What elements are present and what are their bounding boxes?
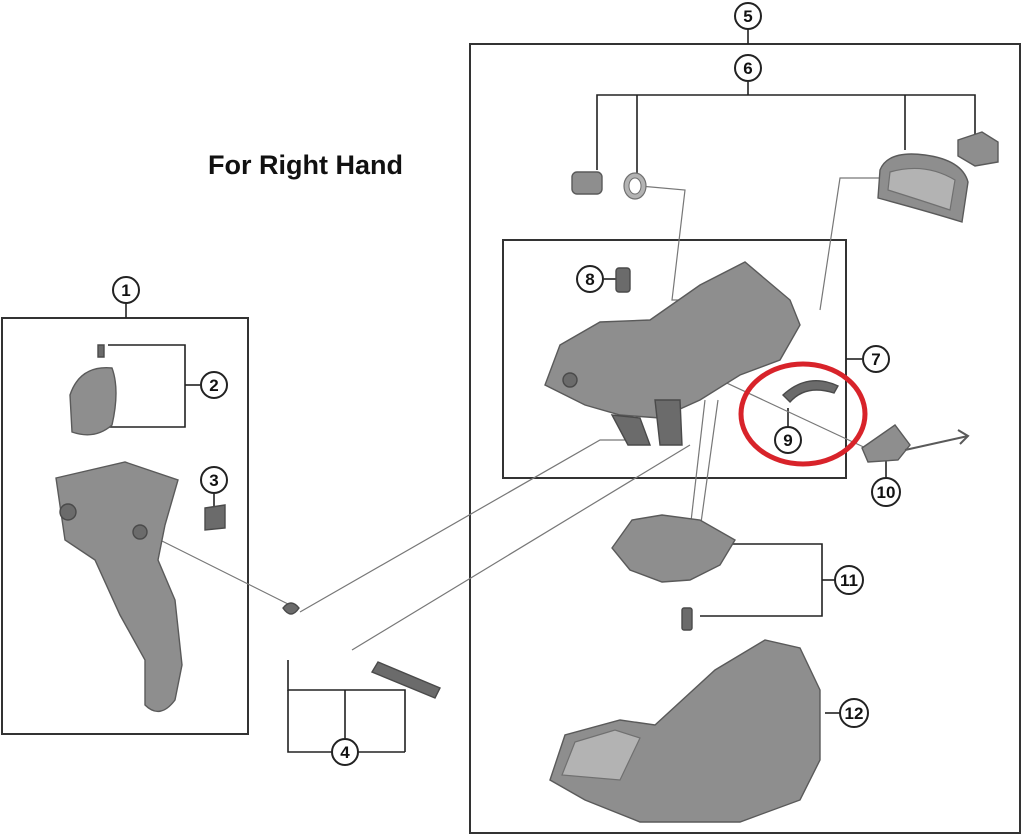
callout-10: 10: [871, 477, 901, 507]
callout-7: 7: [862, 345, 890, 373]
svg-text:5: 5: [743, 7, 752, 26]
part-main-bracket: [544, 261, 801, 446]
callout-9: 9: [774, 426, 802, 454]
leader-lines: [108, 29, 976, 753]
part-rubber-hood: [549, 639, 821, 823]
callout-5: 5: [734, 2, 762, 30]
right-assembly-frame: [469, 43, 1021, 834]
part-lever-body: [55, 461, 183, 713]
part-lever-cover: [69, 344, 117, 436]
part-bolt-right: [957, 131, 999, 167]
part-clamp-band: [877, 153, 969, 223]
part-pin: [370, 661, 441, 699]
svg-text:3: 3: [209, 471, 218, 490]
callout-11: 11: [834, 565, 864, 595]
callout-12: 12: [839, 698, 869, 728]
callout-4: 4: [331, 738, 359, 766]
callout-6: 6: [734, 54, 762, 82]
part-return-spring: [781, 380, 839, 404]
callout-8: 8: [576, 265, 604, 293]
assembly-guide-lines: [149, 177, 880, 651]
svg-text:7: 7: [871, 350, 880, 369]
svg-text:11: 11: [840, 571, 858, 590]
highlight-circle: [738, 361, 868, 467]
part-lower-cover: [611, 514, 736, 631]
svg-text:1: 1: [121, 281, 130, 300]
part-small-block: [204, 504, 226, 531]
svg-text:4: 4: [340, 743, 350, 762]
svg-text:10: 10: [877, 483, 896, 502]
part-cable-hook: [861, 424, 970, 463]
callout-2: 2: [200, 371, 228, 399]
callout-1: 1: [112, 276, 140, 304]
part-washer: [623, 172, 647, 200]
svg-text:9: 9: [783, 431, 792, 450]
svg-text:8: 8: [585, 270, 594, 289]
part-spring-clip: [282, 602, 300, 615]
diagram-heading: For Right Hand: [208, 150, 403, 180]
part-bolt-left: [571, 171, 603, 195]
svg-text:6: 6: [743, 59, 752, 78]
part-small-screw: [615, 267, 631, 293]
svg-text:12: 12: [845, 704, 864, 723]
svg-text:2: 2: [209, 376, 218, 395]
callout-3: 3: [200, 466, 228, 494]
left-assembly-frame: [1, 317, 249, 735]
